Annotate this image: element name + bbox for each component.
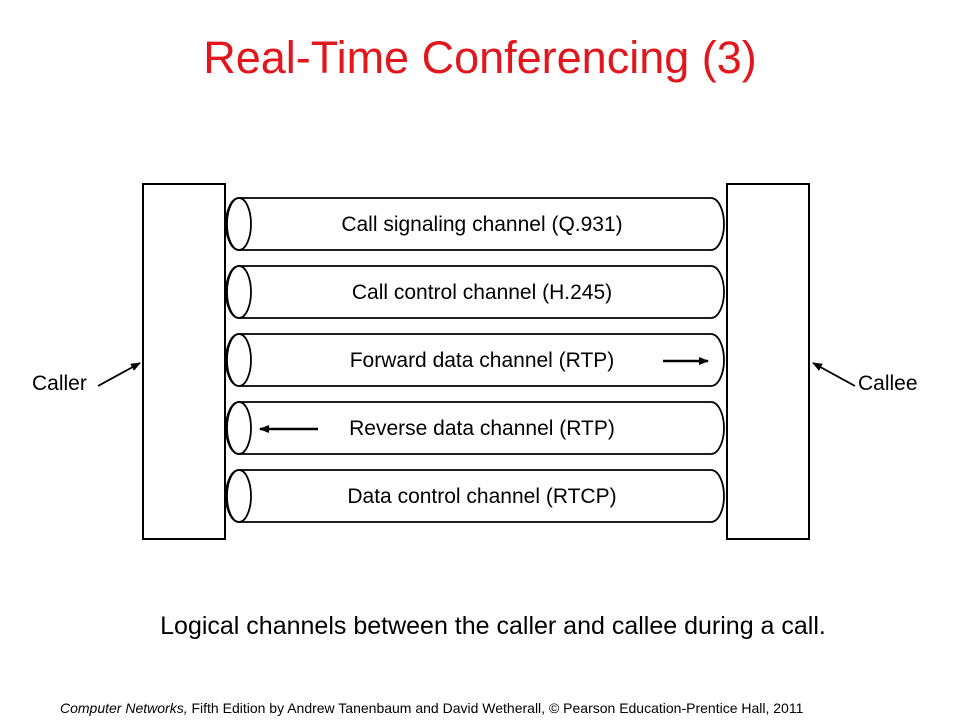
callee-label: Callee (858, 372, 918, 395)
channel-label: Reverse data channel (RTP) (349, 417, 615, 440)
channel-pipes: Call signaling channel (Q.931) Call contr… (225, 197, 725, 523)
pipe-end-cap (226, 333, 252, 387)
channel-pipe: Call signaling channel (Q.931) (225, 197, 725, 251)
caller-label: Caller (32, 372, 87, 395)
callee-box (726, 183, 810, 540)
channel-label: Forward data channel (RTP) (350, 349, 615, 372)
channel-label: Data control channel (RTCP) (347, 485, 616, 508)
channel-pipe: Call control channel (H.245) (225, 265, 725, 319)
figure-caption: Logical channels between the caller and … (160, 612, 826, 640)
pipe-end-cap (226, 197, 252, 251)
channel-label: Call control channel (H.245) (352, 281, 612, 304)
callee-pointer-arrow (812, 362, 856, 387)
channel-pipe: Reverse data channel (RTP) (225, 401, 725, 455)
slide-title: Real-Time Conferencing (3) (203, 32, 757, 83)
footer-book-title: Computer Networks, (60, 700, 188, 716)
channel-label: Call signaling channel (Q.931) (341, 213, 622, 236)
pipe-end-cap (226, 469, 252, 523)
footer-rest: Fifth Edition by Andrew Tanenbaum and Da… (187, 700, 804, 716)
channel-pipe: Data control channel (RTCP) (225, 469, 725, 523)
caller-pointer-arrow (97, 362, 141, 387)
footer-credit: Computer Networks, Fifth Edition by Andr… (60, 699, 960, 717)
pipe-end-cap (226, 265, 252, 319)
channel-pipe: Forward data channel (RTP) (225, 333, 725, 387)
pipe-end-cap (226, 401, 252, 455)
caller-box (142, 183, 226, 540)
